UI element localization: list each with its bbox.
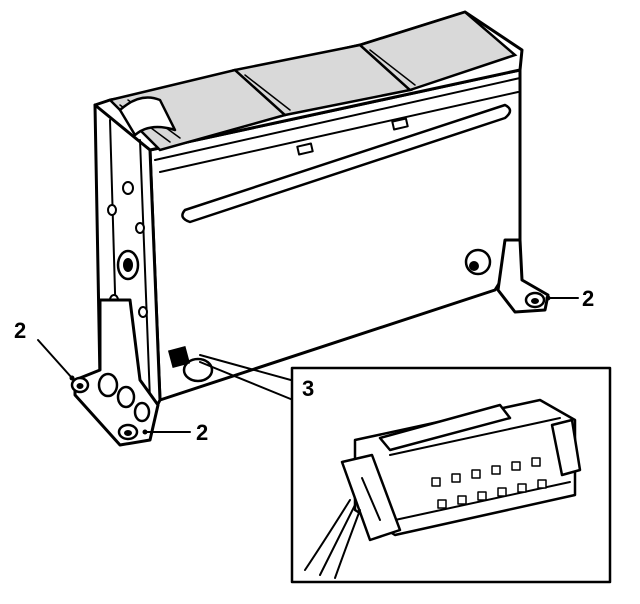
callout-mount-front-bottom: 2 <box>196 420 208 445</box>
callout-mount-rear-right: 2 <box>582 286 594 311</box>
callout-connector: 3 <box>302 376 314 401</box>
callout-mount-front-left: 2 <box>14 318 26 343</box>
left-mounting-bracket <box>70 298 160 447</box>
right-mounting-bracket <box>496 238 550 314</box>
leader-lines <box>37 295 579 435</box>
connector-detail-inset <box>290 366 612 584</box>
control-unit <box>93 10 524 422</box>
connector-pins <box>431 457 547 509</box>
